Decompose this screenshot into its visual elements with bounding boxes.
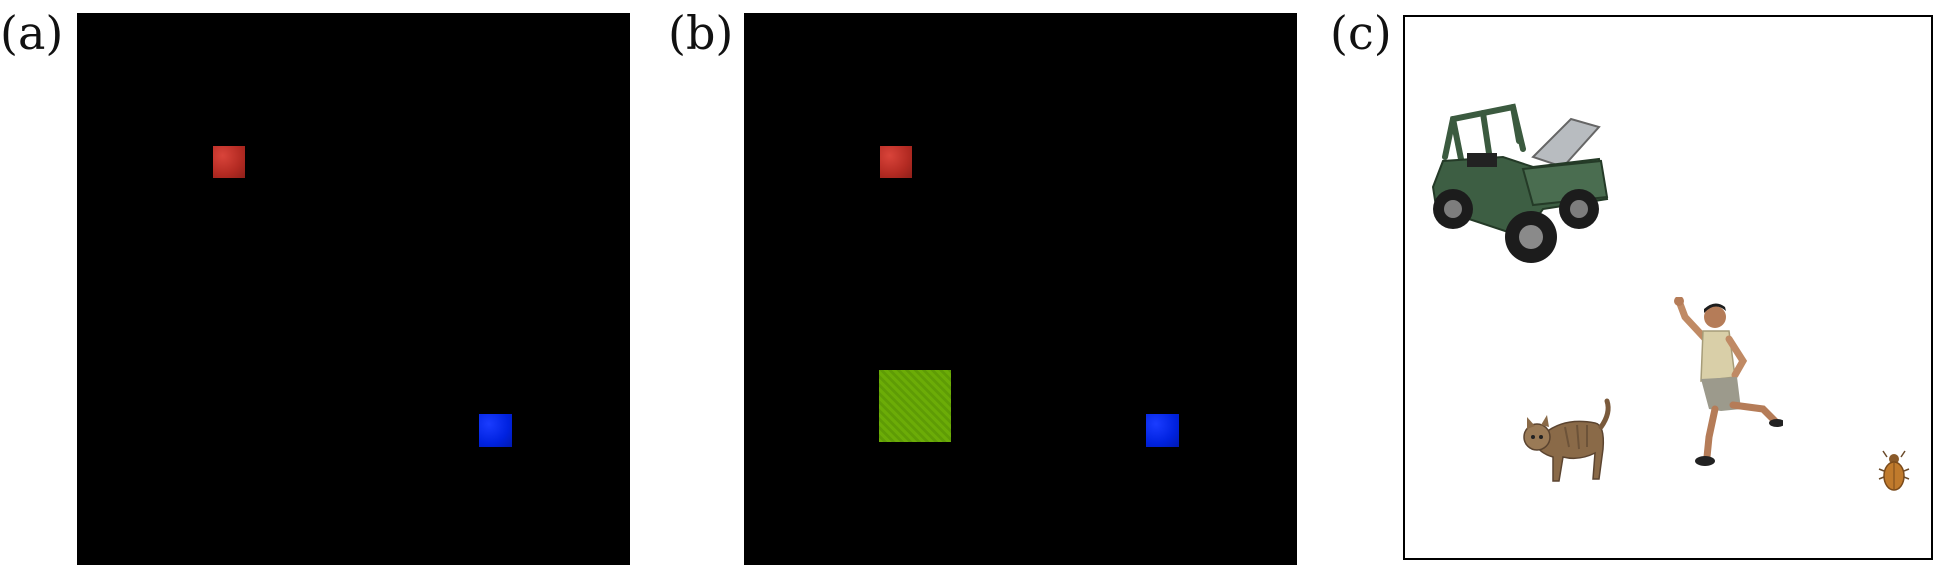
vehicle-image <box>1431 103 1609 263</box>
blue-square <box>479 414 512 447</box>
panel-c-scene <box>1403 15 1933 560</box>
green-square <box>879 370 951 442</box>
red-square <box>880 146 912 178</box>
panel-a-label: (a) <box>0 6 64 60</box>
panel-a-grid <box>77 13 630 565</box>
blue-square <box>1146 414 1179 447</box>
panel-b-grid <box>744 13 1297 565</box>
panel-b-label: (b) <box>668 6 734 60</box>
insect-image <box>1878 450 1910 491</box>
panel-c-label: (c) <box>1330 6 1392 60</box>
red-square <box>213 146 245 178</box>
cat-image <box>1523 398 1611 482</box>
person-image <box>1674 297 1783 466</box>
